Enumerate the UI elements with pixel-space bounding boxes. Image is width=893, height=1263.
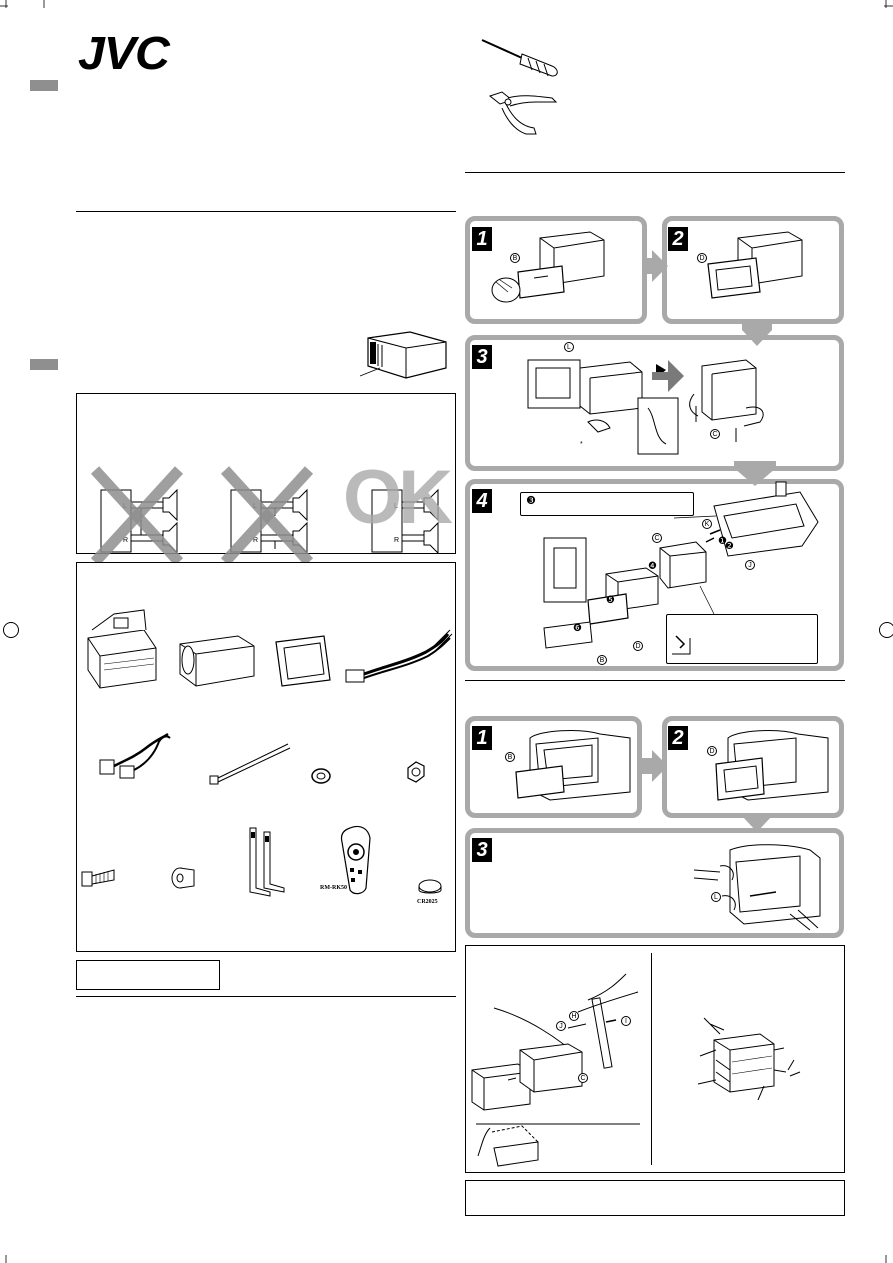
battery-model-label: CR2025: [417, 899, 438, 905]
insert-marker-5: ❺: [606, 595, 615, 606]
bottom-note-box: [465, 1180, 845, 1216]
mounting-left-illustration: [471, 973, 640, 1167]
removal-step-3: 3: [472, 838, 492, 862]
install-step-3: 3: [472, 345, 492, 369]
install-step3-illustration: *: [527, 359, 764, 455]
install-step-1: 1: [472, 227, 492, 251]
part-label-I-1: I: [621, 1016, 631, 1026]
language-tab-top: [30, 80, 58, 91]
registration-mark-right: [879, 622, 893, 638]
accessories-illustrations: [81, 609, 453, 897]
pliers-icon: [488, 91, 558, 135]
bend-tabs-note: [666, 614, 818, 664]
part-label-C-3: C: [578, 1073, 588, 1083]
part-label-C-1: C: [710, 429, 720, 439]
part-label-L-1: L: [564, 342, 574, 352]
bend-tab-illustration: [672, 635, 691, 655]
svg-text:L: L: [394, 503, 398, 510]
part-label-B-2: B: [597, 655, 607, 665]
install-step2-illustration: [707, 231, 803, 299]
mounting-right-illustration: [697, 1017, 801, 1101]
section-rule-4: [465, 680, 845, 681]
screw-marker-1: ❶: [718, 536, 727, 547]
language-tab-mid: [30, 359, 58, 370]
part-label-B-3: B: [505, 752, 515, 762]
unit-illustration: [359, 331, 447, 379]
removal-step3-illustration: [693, 844, 821, 931]
step4-callout: [520, 492, 694, 516]
part-label-D-2: D: [633, 641, 643, 651]
note-box: [76, 960, 220, 990]
registration-mark-left: [3, 622, 19, 638]
install-step1-illustration: [491, 231, 605, 303]
removal-step-1: 1: [472, 726, 492, 750]
step4-callout-marker: ❸: [526, 494, 536, 507]
speaker-wiring-diagrams: L R L R L R: [90, 466, 439, 566]
part-label-H-1: H: [569, 1011, 579, 1021]
jvc-logo: JVC: [78, 27, 170, 79]
part-label-B-1: B: [510, 253, 520, 263]
ok-label: OK: [343, 455, 453, 540]
install-step-2: 2: [668, 227, 688, 251]
insert-marker-6: ❻: [573, 623, 582, 634]
part-label-C-2: C: [652, 533, 662, 543]
insert-marker-4: ❹: [648, 561, 657, 572]
screw-marker-2: ❷: [725, 541, 734, 552]
part-label-L-2: L: [711, 892, 721, 902]
section-rule-1: [76, 211, 456, 212]
section-rule-2: [76, 996, 456, 997]
svg-text:R: R: [394, 537, 399, 544]
install-step4-illustration: [543, 481, 819, 649]
part-label-K-1: K: [702, 519, 712, 529]
removal-step2-illustration: [715, 730, 829, 801]
svg-text:R: R: [123, 537, 128, 544]
screwdriver-icon: [481, 39, 558, 77]
section-rule-3: [465, 172, 845, 173]
svg-text:R: R: [253, 537, 258, 544]
removal-step-2: 2: [668, 726, 688, 750]
part-label-D-3: D: [707, 746, 717, 756]
remote-model-label: RM-RK50: [320, 885, 347, 891]
svg-text:*: *: [580, 441, 583, 448]
part-label-J-2: J: [556, 1021, 566, 1031]
part-label-J-1: J: [745, 560, 755, 570]
part-label-D-1: D: [697, 253, 707, 263]
install-step-4: 4: [472, 489, 492, 513]
removal-step1-illustration: [515, 730, 631, 801]
mounting-divider: [651, 953, 652, 1165]
